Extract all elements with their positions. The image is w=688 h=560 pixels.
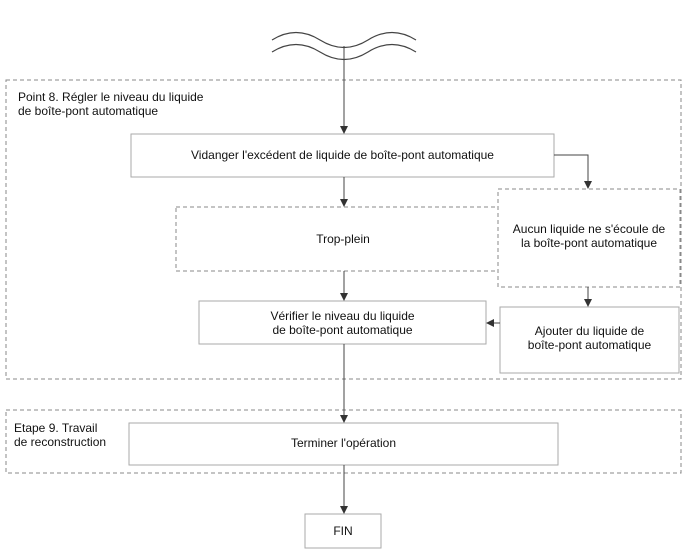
no-fluid-label: Aucun liquide ne s'écoule de la boîte-po…: [512, 222, 666, 250]
end-box: [304, 513, 382, 549]
step9-title: Etape 9. Travail de reconstruction: [14, 421, 107, 449]
add-fluid-label: Ajouter du liquide de boîte-pont automat…: [527, 324, 652, 352]
check-level-box: [198, 300, 487, 345]
arrow-drain-to-no-fluid: [554, 154, 592, 189]
no-fluid-box: [497, 188, 681, 288]
end-label: FIN: [333, 524, 353, 538]
add-fluid-box: [499, 306, 680, 374]
step8-title: Point 8. Régler le niveau du liquide de …: [18, 90, 204, 118]
drain-box: [130, 133, 555, 178]
overflow-label: Trop-plein: [316, 232, 370, 246]
finish-box: [128, 422, 559, 466]
finish-label: Terminer l'opération: [290, 436, 396, 450]
check-level-label: Vérifier le niveau du liquide de boîte-p…: [270, 309, 415, 337]
drain-label: Vidanger l'excédent de liquide de boîte-…: [191, 148, 494, 162]
